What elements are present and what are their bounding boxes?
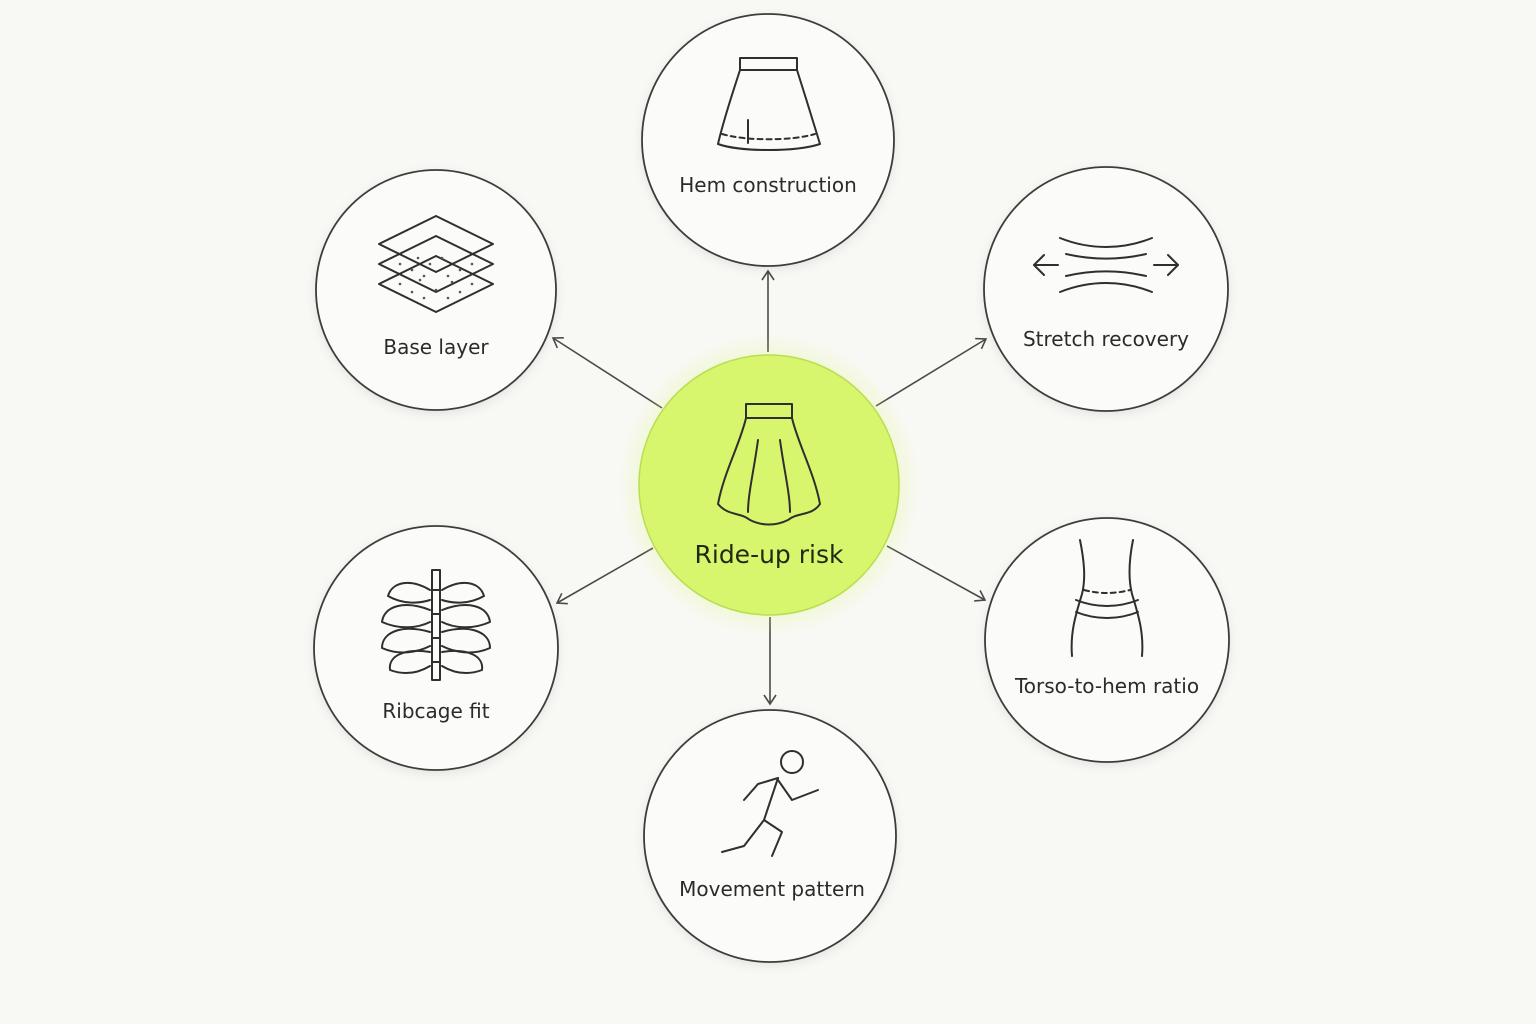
ribcage-icon bbox=[381, 569, 491, 681]
node-movement-pattern bbox=[643, 709, 897, 963]
center-node-ride-up-risk bbox=[638, 354, 900, 616]
center-label: Ride-up risk bbox=[695, 540, 844, 569]
node-torso-to-hem-ratio bbox=[984, 517, 1230, 763]
base-layer-label: Base layer bbox=[383, 335, 489, 359]
running-person-icon bbox=[721, 750, 819, 857]
torso-to-hem-ratio-label: Torso-to-hem ratio bbox=[1014, 674, 1199, 698]
movement-pattern-label: Movement pattern bbox=[679, 877, 865, 901]
arrow-to-ribcage-fit bbox=[555, 547, 654, 605]
ribcage-fit-label: Ribcage fit bbox=[382, 699, 489, 723]
layers-texture bbox=[398, 256, 474, 300]
torso-icon bbox=[1070, 539, 1144, 657]
node-stretch-recovery bbox=[983, 166, 1229, 412]
node-ribcage-fit bbox=[313, 525, 559, 771]
stretch-arrows-icon bbox=[1033, 237, 1179, 293]
skirt-icon bbox=[717, 403, 821, 526]
arrow-to-torso-to-hem-ratio bbox=[886, 545, 987, 602]
arrow-to-base-layer bbox=[551, 337, 663, 409]
stretch-recovery-label: Stretch recovery bbox=[1023, 327, 1189, 351]
layers-icon bbox=[378, 215, 494, 313]
skirt-hem-icon bbox=[717, 57, 821, 151]
arrow-to-stretch-recovery bbox=[875, 337, 988, 407]
hem-construction-label: Hem construction bbox=[679, 173, 857, 197]
